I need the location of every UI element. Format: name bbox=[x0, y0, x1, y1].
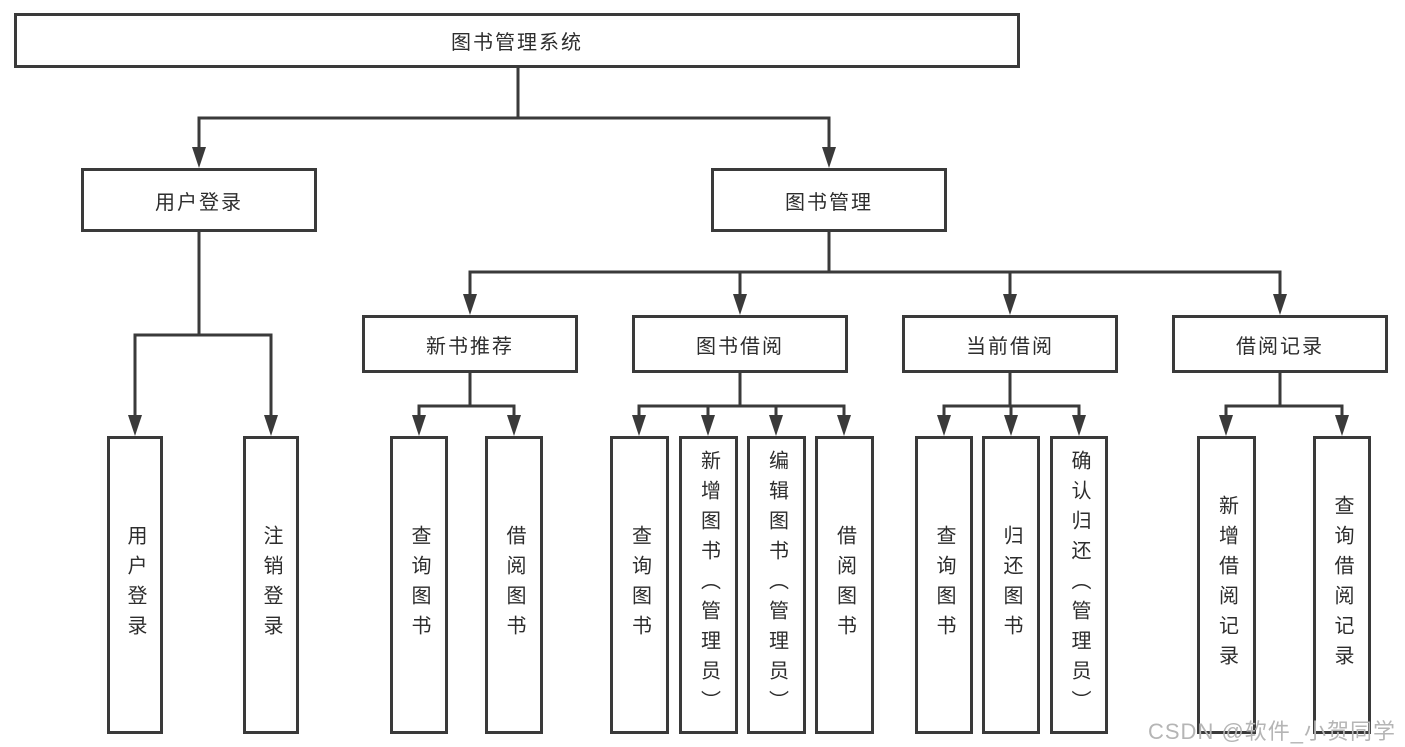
node-recommend-borrow-books-label: 借阅图书 bbox=[503, 525, 525, 645]
node-borrow-records-label: 借阅记录 bbox=[1236, 335, 1324, 358]
node-current-borrow: 当前借阅 bbox=[902, 315, 1118, 373]
connector-manage-to-level3 bbox=[463, 232, 1287, 315]
node-current-return-books: 归还图书 bbox=[982, 436, 1040, 734]
node-login-logout: 注销登录 bbox=[243, 436, 299, 734]
connector-bookborrow-to-children bbox=[632, 373, 851, 436]
node-borrow-query-books-label: 查询图书 bbox=[628, 525, 651, 645]
connector-currentborrow-to-children bbox=[937, 373, 1086, 436]
node-user-login-label: 用户登录 bbox=[155, 191, 243, 214]
node-new-book-recommend: 新书推荐 bbox=[362, 315, 578, 373]
node-records-add-record: 新增借阅记录 bbox=[1197, 436, 1256, 734]
node-borrow-borrow-books: 借阅图书 bbox=[815, 436, 874, 734]
node-borrow-edit-books-admin-label: 编辑图书（管理员） bbox=[765, 450, 788, 720]
node-records-add-record-label: 新增借阅记录 bbox=[1215, 495, 1238, 675]
node-records-query-record: 查询借阅记录 bbox=[1313, 436, 1371, 734]
csdn-watermark: CSDN @软件_小贺同学 bbox=[1148, 719, 1397, 744]
node-book-management: 图书管理 bbox=[711, 168, 947, 232]
node-book-management-label: 图书管理 bbox=[785, 191, 873, 214]
node-login-user-login: 用户登录 bbox=[107, 436, 163, 734]
node-root: 图书管理系统 bbox=[14, 13, 1020, 68]
node-user-login: 用户登录 bbox=[81, 168, 317, 232]
connector-root-to-level2 bbox=[192, 68, 836, 168]
node-recommend-query-books-label: 查询图书 bbox=[408, 525, 430, 645]
node-new-book-recommend-label: 新书推荐 bbox=[426, 335, 514, 358]
node-borrow-query-books: 查询图书 bbox=[610, 436, 669, 734]
node-current-query-books: 查询图书 bbox=[915, 436, 973, 734]
node-borrow-records: 借阅记录 bbox=[1172, 315, 1388, 373]
connector-records-to-children bbox=[1219, 373, 1349, 436]
node-borrow-borrow-books-label: 借阅图书 bbox=[833, 525, 856, 645]
node-current-query-books-label: 查询图书 bbox=[933, 525, 955, 645]
node-current-confirm-return-admin-label: 确认归还（管理员） bbox=[1068, 450, 1090, 720]
connector-recommend-to-children bbox=[412, 373, 521, 436]
node-book-borrow-label: 图书借阅 bbox=[696, 335, 784, 358]
node-book-borrow: 图书借阅 bbox=[632, 315, 848, 373]
node-current-return-books-label: 归还图书 bbox=[1000, 525, 1022, 645]
node-records-query-record-label: 查询借阅记录 bbox=[1331, 495, 1353, 675]
node-recommend-query-books: 查询图书 bbox=[390, 436, 448, 734]
node-borrow-edit-books-admin: 编辑图书（管理员） bbox=[747, 436, 806, 734]
node-root-label: 图书管理系统 bbox=[451, 32, 583, 54]
node-recommend-borrow-books: 借阅图书 bbox=[485, 436, 543, 734]
node-login-user-login-label: 用户登录 bbox=[124, 525, 146, 645]
node-borrow-add-books-admin: 新增图书（管理员） bbox=[679, 436, 738, 734]
connector-login-to-children bbox=[128, 232, 278, 436]
node-current-borrow-label: 当前借阅 bbox=[966, 335, 1054, 358]
node-borrow-add-books-admin-label: 新增图书（管理员） bbox=[697, 450, 720, 720]
node-current-confirm-return-admin: 确认归还（管理员） bbox=[1050, 436, 1108, 734]
node-login-logout-label: 注销登录 bbox=[260, 525, 282, 645]
